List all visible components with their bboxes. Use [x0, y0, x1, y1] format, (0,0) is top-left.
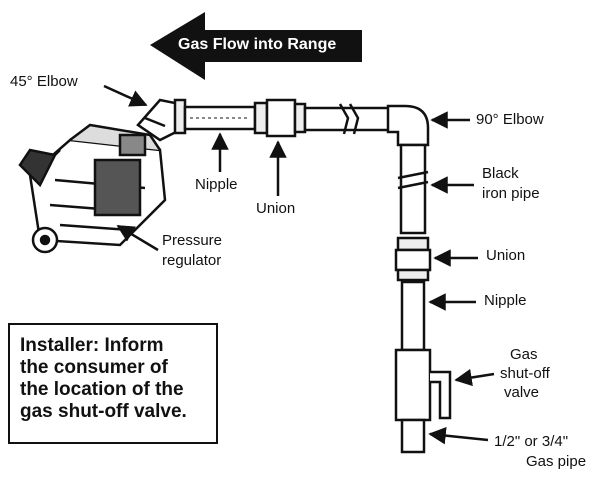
pointer-arrows [103, 84, 495, 445]
black-iron-pipe-vertical [397, 143, 429, 235]
black-iron-pipe-horizontal [303, 103, 392, 135]
arrow-45-elbow [103, 84, 148, 107]
label-black-iron-line1: Black [482, 165, 519, 182]
pressure-regulator-drawing [18, 123, 167, 254]
label-45-elbow: 45° Elbow [10, 73, 78, 90]
label-nipple-right: Nipple [484, 292, 527, 309]
label-valve-line1: Gas [510, 346, 538, 363]
label-gas-pipe-line2: Gas pipe [526, 453, 587, 470]
union-horizontal-drawing [253, 98, 307, 138]
gas-flow-arrow [150, 12, 362, 80]
arrow-pressure-regulator [116, 224, 159, 252]
label-90-elbow: 90° Elbow [476, 111, 544, 128]
arrow-gas-pipe [428, 426, 489, 445]
label-valve-line3: valve [504, 384, 540, 401]
installer-note-box: Installer: Inform the consumer of the lo… [8, 323, 218, 444]
gas-flow-banner-text: Gas Flow into Range [178, 36, 337, 53]
note-line: Installer: Inform [20, 335, 164, 356]
label-union-top: Union [256, 200, 296, 217]
nipple-vertical-drawing [400, 280, 426, 352]
label-black-iron-line2: iron pipe [482, 185, 540, 202]
note-line: the consumer of [20, 357, 168, 378]
label-pressure-line1: Pressure [162, 232, 223, 249]
arrow-shut-off-valve [454, 368, 495, 387]
shut-off-valve-drawing [394, 348, 452, 422]
label-valve-line2: shut-off [500, 365, 550, 382]
label-nipple-top: Nipple [195, 176, 238, 193]
gas-pipe-drawing [400, 418, 426, 454]
union-vertical-drawing [394, 236, 432, 282]
nipple-horizontal-drawing [173, 98, 257, 135]
elbow-90-drawing [386, 104, 430, 147]
label-pressure-line2: regulator [162, 252, 222, 269]
label-gas-pipe-line1: 1/2" or 3/4" [494, 433, 569, 450]
label-union-right: Union [486, 247, 526, 264]
note-line: the location of the [20, 379, 184, 400]
note-line: gas shut-off valve. [20, 401, 187, 422]
